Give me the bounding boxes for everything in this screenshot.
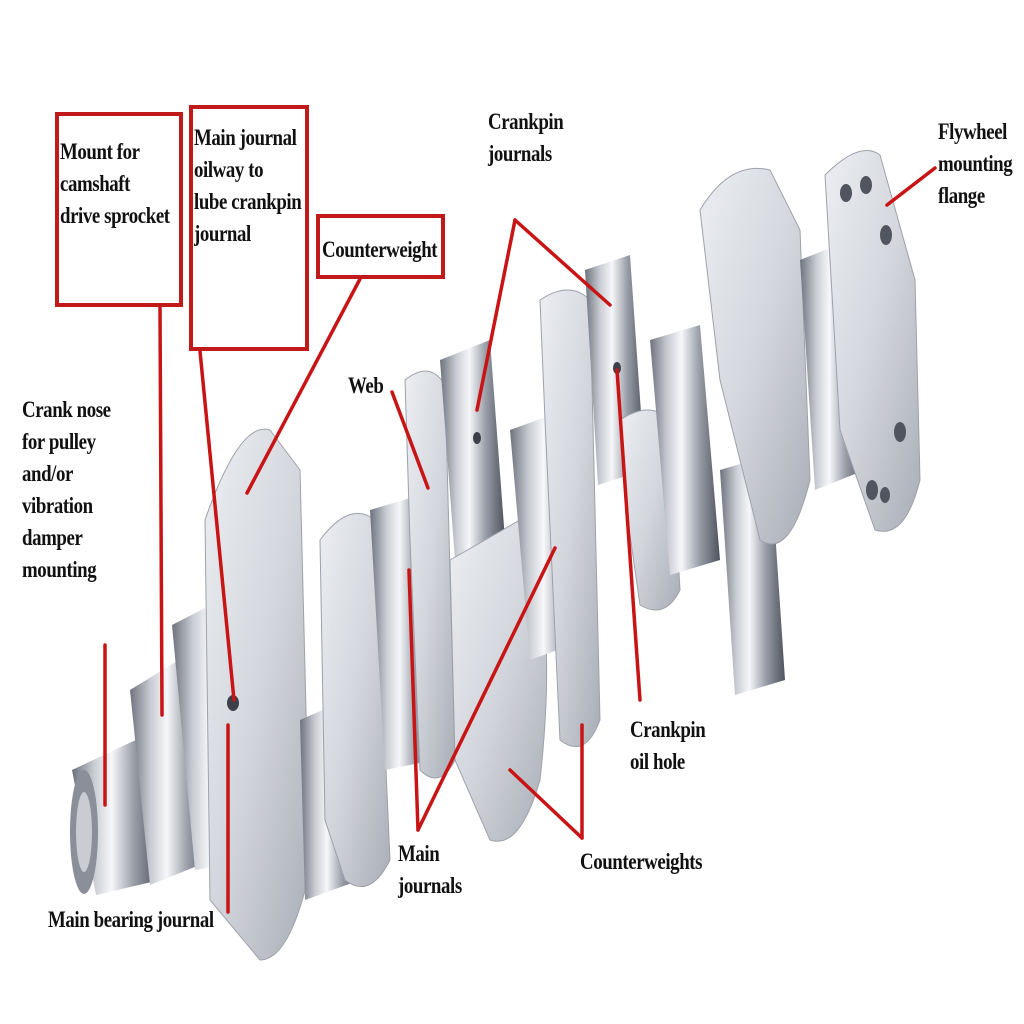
main-oilway-label-line: oilway to <box>194 157 264 182</box>
flange-bolt-holes <box>840 176 906 503</box>
crank-nose-label-line: Crank nose <box>22 397 111 422</box>
crankpin-journals-label-line: Crankpin <box>488 109 564 134</box>
main-oilway-label-line: lube crankpin <box>194 189 302 214</box>
mount-label-line: camshaft <box>60 171 131 196</box>
mount-label-line: Mount for <box>60 139 140 164</box>
second-web <box>319 512 391 888</box>
first-counterweight <box>204 428 311 961</box>
flywheel-label: Flywheel mounting flange <box>938 116 1013 212</box>
oilway-label-box <box>189 105 309 351</box>
oilway-leader <box>198 349 236 702</box>
mount-label-box <box>55 112 183 307</box>
web-label: Web <box>348 370 384 402</box>
main-journal-4 <box>650 325 720 575</box>
counterweight-label-line: Counterweight <box>322 237 438 262</box>
crankpin-oil-hole-label-line: oil hole <box>630 749 685 774</box>
mount-leader <box>158 305 164 717</box>
flywheel-label-line: flange <box>938 183 985 208</box>
crankpin-journals-leader-b <box>513 218 612 307</box>
mount-label-line: drive sprocket <box>60 203 170 228</box>
main-oilway-label-line: journal <box>194 221 251 246</box>
counterweights-label-line: Counterweights <box>580 849 703 874</box>
crank-nose-label-line: for pulley <box>22 429 96 454</box>
main-journal-oil-hole <box>227 695 239 711</box>
crankpin-oil-hole-label: Crankpin oil hole <box>630 714 706 778</box>
crank-nose-label-line: and/or <box>22 461 73 486</box>
rear-counterweight <box>699 167 811 545</box>
main-journals-label: Main journals <box>398 838 462 902</box>
crankpin-oil-hole-leader <box>615 368 642 702</box>
web-label-line: Web <box>348 373 384 398</box>
main-journals-label-line: Main <box>398 841 440 866</box>
crankpin-oil-hole <box>613 362 621 374</box>
counterweight-label: Counterweight <box>322 234 438 266</box>
mount-label: Mount for camshaft drive sprocket <box>60 136 170 232</box>
flywheel-label-line: Flywheel <box>938 119 1008 144</box>
crankpin-journals-label: Crankpin journals <box>488 106 564 170</box>
crank-nose-label-line: damper <box>22 525 83 550</box>
flywheel-label-line: mounting <box>938 151 1013 176</box>
main-journals-label-line: journals <box>398 873 462 898</box>
crankpin-oil-hole-2 <box>473 432 481 444</box>
crankpin-journals-leader-a <box>475 218 517 412</box>
crank-nose-label-line: mounting <box>22 557 97 582</box>
main-journals-leader-b <box>416 546 557 832</box>
counterweights-leader-a <box>508 768 584 840</box>
crankpin-oil-hole-label-line: Crankpin <box>630 717 706 742</box>
crankpin-journals-label-line: journals <box>488 141 552 166</box>
counterweight-label-box <box>316 214 445 279</box>
main-journals-leader-a <box>407 568 420 832</box>
main-bearing-journal-label: Main bearing journal <box>48 904 214 936</box>
fourth-web <box>539 289 601 748</box>
counterweights-label: Counterweights <box>580 846 703 878</box>
crank-nose-label-line: vibration <box>22 493 93 518</box>
counterweight-leader <box>245 277 362 495</box>
crank-nose-label: Crank nose for pulley and/or vibration dampe… <box>22 394 111 586</box>
crankpin-1 <box>440 340 505 560</box>
main-oilway-label: Main journal oilway to lube crankpin journa… <box>194 122 302 250</box>
main-oilway-label-line: Main journal <box>194 125 297 150</box>
flywheel-leader <box>885 166 937 207</box>
web-leader <box>390 390 430 490</box>
main-bearing-journal-label-line: Main bearing journal <box>48 907 214 932</box>
